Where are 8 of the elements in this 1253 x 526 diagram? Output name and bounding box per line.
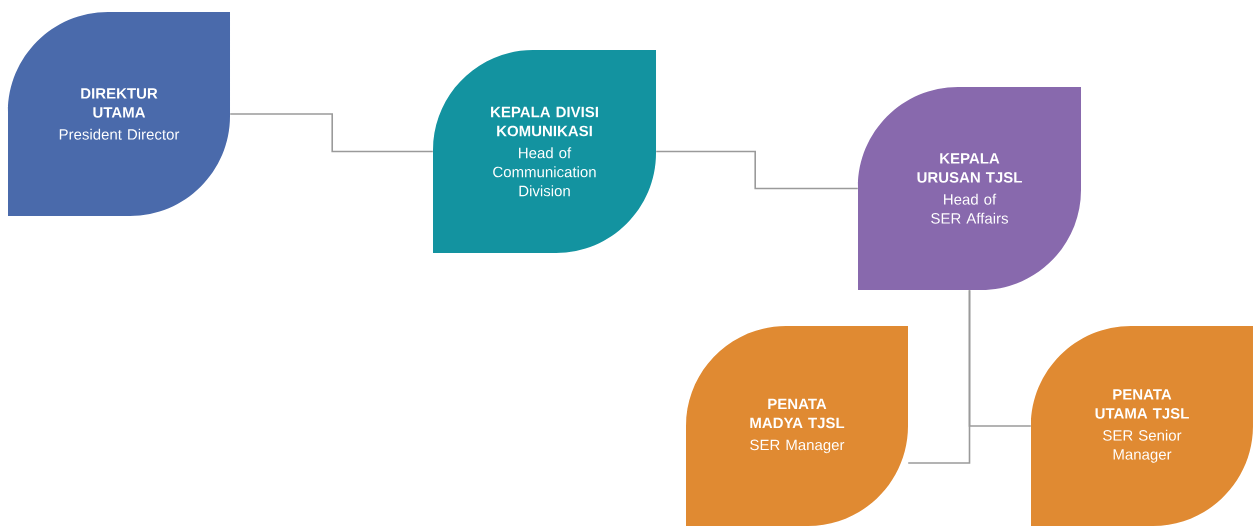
connector-line xyxy=(968,289,1032,427)
leaf-box: PENATA MADYA TJSL SER Manager xyxy=(686,326,908,526)
connector-line xyxy=(655,150,859,190)
leaf-box: DIREKTUR UTAMA President Director xyxy=(8,12,230,216)
leaf-box: PENATA UTAMA TJSL SER Senior Manager xyxy=(1031,326,1253,526)
connector-line xyxy=(229,113,434,153)
leaf-box: KEPALA URUSAN TJSL Head of SER Affairs xyxy=(858,87,1081,290)
leaf-box: KEPALA DIVISI KOMUNIKASI Head of Communication Division xyxy=(433,50,656,253)
